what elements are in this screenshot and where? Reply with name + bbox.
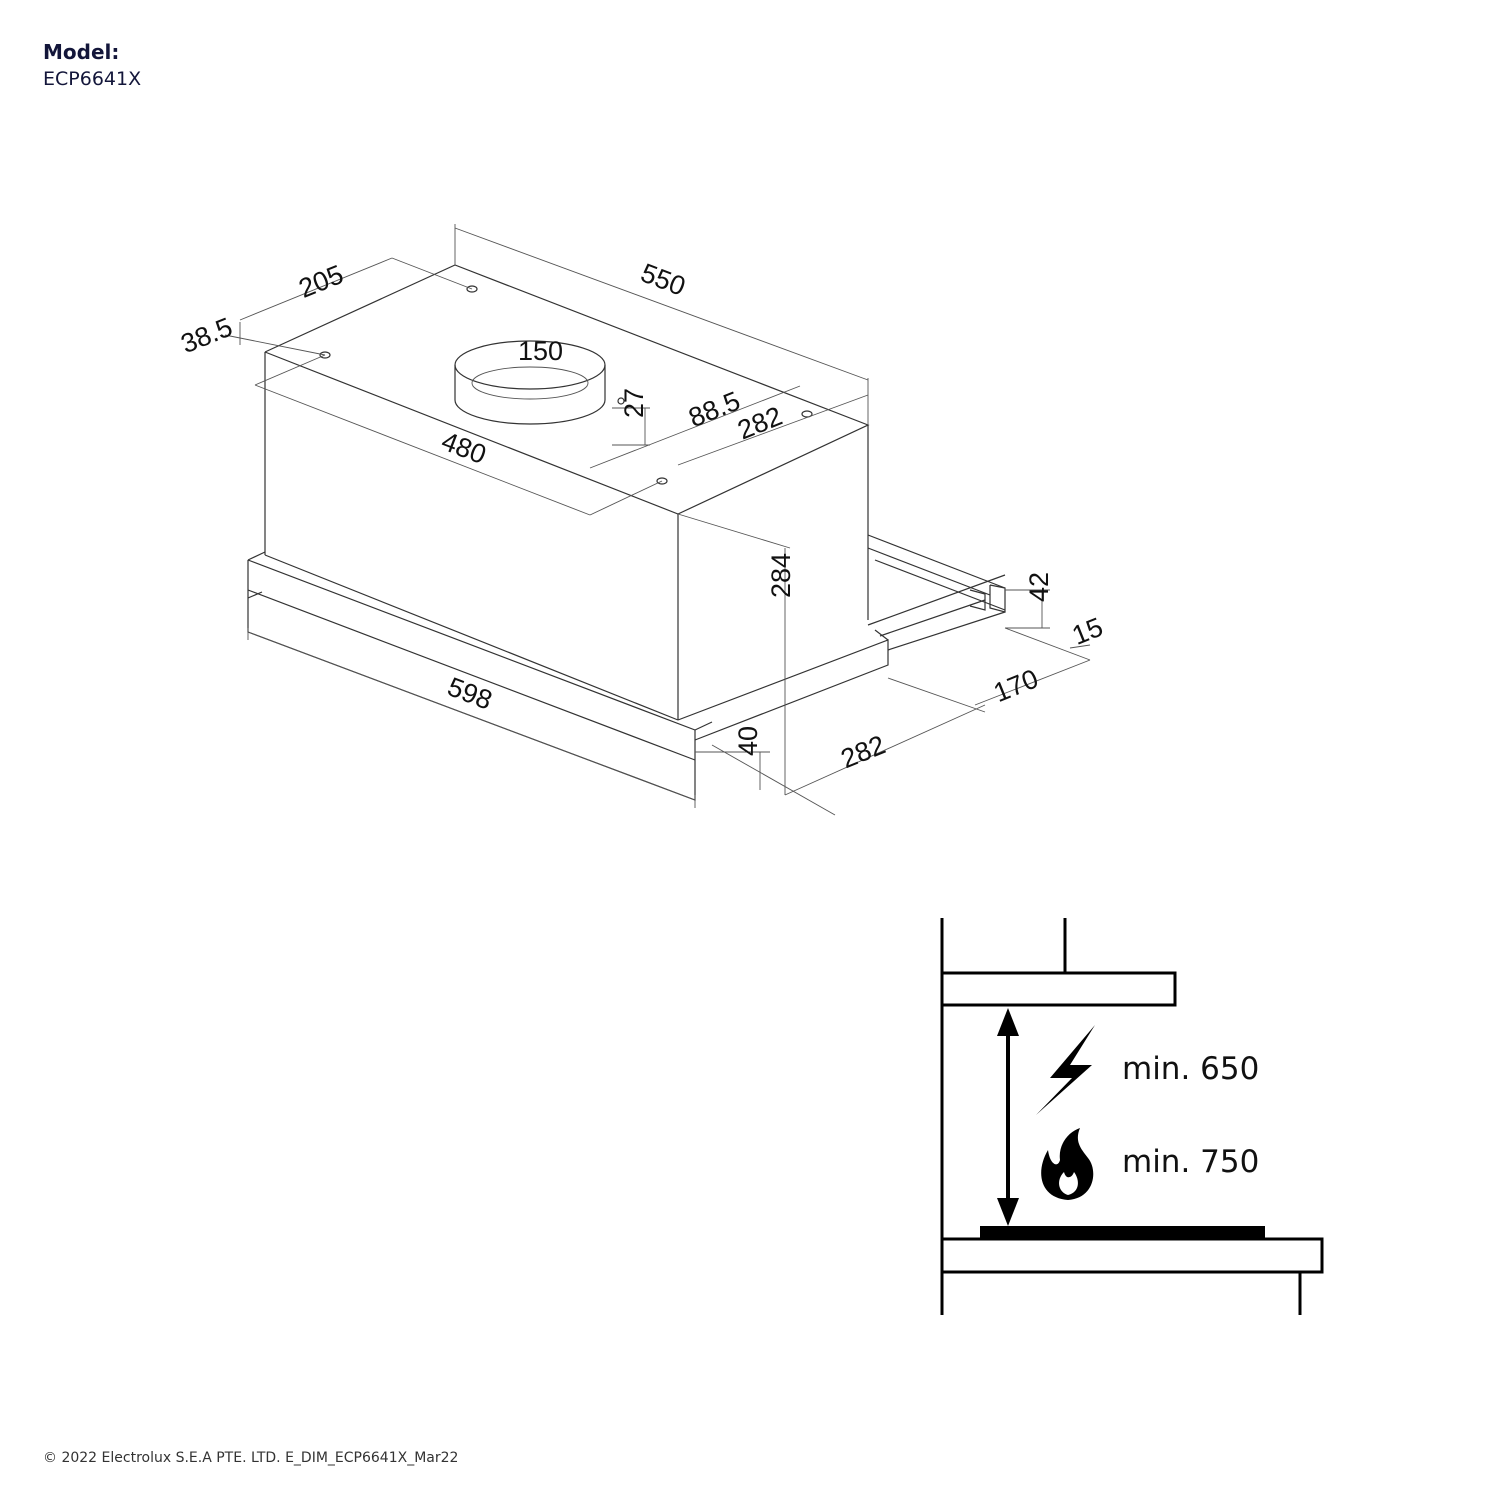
counter-block (940, 1237, 1324, 1274)
lightning-icon (1036, 1025, 1095, 1115)
dimension-lines (224, 224, 1091, 816)
dim-42-label: 42 (1024, 572, 1054, 602)
min-650-label: min. 650 (1122, 1051, 1259, 1087)
arrow-down-icon (997, 1198, 1019, 1226)
flame-icon (1041, 1128, 1094, 1200)
mounting-hole-icon (319, 285, 813, 485)
model-label: Model: (43, 40, 120, 64)
dim-15-label: 15 (1068, 612, 1107, 651)
dim-480-label: 480 (437, 426, 490, 470)
hood-block (940, 971, 1177, 1007)
hood-drawing (247, 264, 1006, 801)
dim-284-label: 284 (766, 553, 796, 598)
dim-38-5-label: 38.5 (177, 312, 237, 360)
dim-282-bottom-label: 282 (837, 730, 890, 775)
dim-170-label: 170 (989, 663, 1042, 708)
dim-205-label: 205 (295, 259, 348, 304)
installation-diagram: min. 650 min. 750 (940, 918, 1324, 1315)
cooktop-block (980, 1226, 1265, 1240)
dim-150-label: 150 (518, 336, 563, 366)
dim-88-5-label: 88.5 (684, 386, 744, 434)
dim-27-label: 27 (619, 388, 649, 418)
dimension-labels: 550 205 38.5 150 88.5 282 27 480 284 598… (177, 258, 1107, 775)
min-750-label: min. 750 (1122, 1144, 1259, 1180)
dim-550-label: 550 (637, 258, 690, 302)
hood-top-face (264, 264, 870, 515)
arrow-up-icon (997, 1008, 1019, 1036)
dim-40-label: 40 (733, 726, 763, 756)
model-code: ECP6641X (43, 68, 142, 90)
copyright-footer: © 2022 Electrolux S.E.A PTE. LTD. E_DIM_… (43, 1450, 459, 1466)
